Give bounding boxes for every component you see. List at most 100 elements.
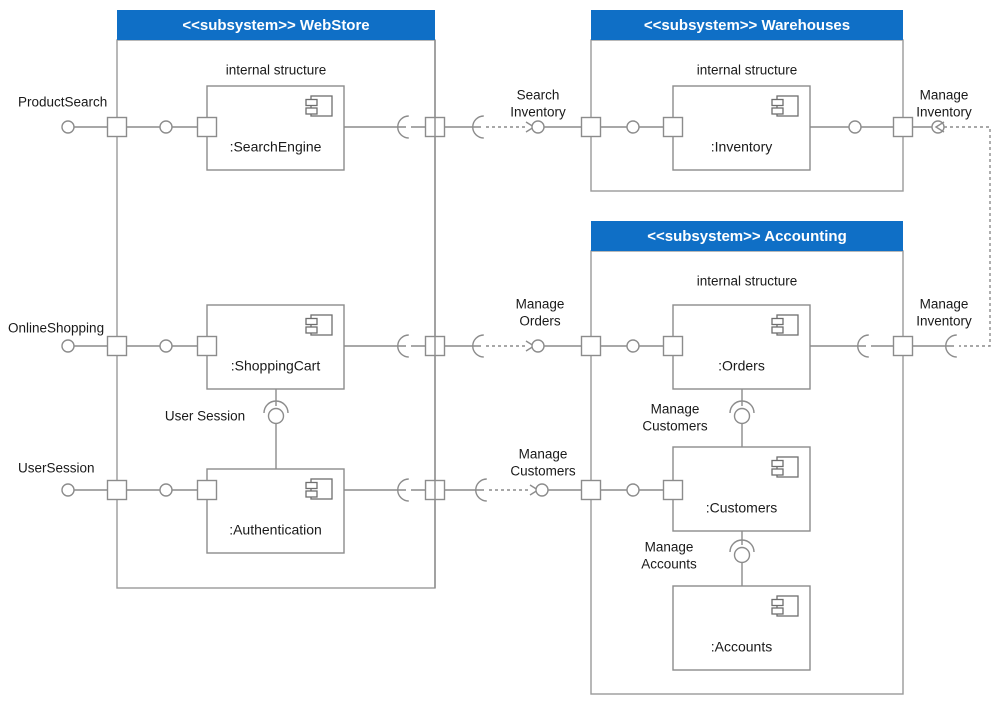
part-label: :Orders — [718, 358, 765, 374]
connector-label-line2: Accounts — [641, 557, 697, 572]
port-webstore-left-productsearch[interactable] — [106, 116, 128, 138]
port-webstore-left-onlineshopping[interactable] — [106, 335, 128, 357]
required-interface-socket-usersession — [263, 400, 289, 414]
connector-label-line1: Manage — [920, 297, 969, 312]
port-warehouses-right-manageinventory[interactable] — [892, 116, 914, 138]
port-webstore-left-usersession[interactable] — [106, 479, 128, 501]
required-interface-socket-shoppingcart — [397, 334, 409, 358]
part-inventory[interactable]: :Inventory — [672, 85, 811, 171]
required-interface-socket-manageaccounts — [729, 539, 755, 553]
external-interface-label-onlineshopping: OnlineShopping — [8, 321, 104, 336]
component-icon — [305, 314, 333, 336]
port-warehouses-left[interactable] — [580, 116, 602, 138]
connector-label-line1: Manage — [645, 540, 694, 555]
provided-interface-ball-webstore-internal — [159, 120, 173, 134]
subsystem-header — [591, 221, 903, 251]
vertical-assembly-connectors — [263, 389, 755, 586]
connector-label-line2: Inventory — [510, 105, 566, 120]
required-interface-socket-searchengine — [397, 115, 409, 139]
connector-label-user-session: User Session — [165, 409, 245, 424]
port-customers-left[interactable] — [662, 479, 684, 501]
provided-interface-ball-usersession-internal — [267, 407, 285, 425]
part-accounts[interactable]: :Accounts — [672, 585, 811, 671]
part-label: :Customers — [706, 500, 778, 516]
part-label: :SearchEngine — [230, 139, 322, 155]
connector-label-line1: User Session — [165, 409, 245, 424]
provided-interface-ball-manageorders — [531, 339, 545, 353]
subsystem-header-label: <<subsystem>> WebStore — [182, 17, 369, 34]
component-icon — [305, 95, 333, 117]
provided-interface-ball-warehouses-internal — [626, 120, 640, 134]
provided-interface-ball-webstore-internal-auth — [159, 483, 173, 497]
part-authentication[interactable]: :Authentication — [206, 468, 345, 554]
part-shoppingcart[interactable]: :ShoppingCart — [206, 304, 345, 390]
port-authentication-left[interactable] — [196, 479, 218, 501]
subsystems-layer: <<subsystem>> WebStore internal structure… — [116, 10, 904, 695]
provided-interface-ball-webstore-internal-cart — [159, 339, 173, 353]
provided-interface-ball-managecustomers-v — [733, 407, 751, 425]
connector-label-line2: Orders — [519, 314, 561, 329]
component-icon — [305, 478, 333, 500]
external-interface-label-usersession: UserSession — [18, 461, 95, 476]
port-shoppingcart-left[interactable] — [196, 335, 218, 357]
connector-label-line2: Inventory — [916, 105, 972, 120]
row-online-shopping-connector — [61, 334, 957, 358]
port-inventory-left[interactable] — [662, 116, 684, 138]
connector-label-line2: Customers — [642, 419, 708, 434]
required-interface-socket-manageorders — [472, 334, 484, 358]
connector-label-line1: Manage — [519, 447, 568, 462]
port-accounting-left-managecustomers[interactable] — [580, 479, 602, 501]
part-label: :Accounts — [711, 639, 772, 655]
provided-interface-ball-inventory-right — [848, 120, 862, 134]
port-searchengine-left[interactable] — [196, 116, 218, 138]
component-icon — [771, 95, 799, 117]
external-interface-label-productsearch: ProductSearch — [18, 95, 107, 110]
required-interface-socket-managecustomers-v — [729, 400, 755, 414]
part-searchengine[interactable]: :SearchEngine — [206, 85, 345, 171]
connector-label-line2: Customers — [510, 464, 576, 479]
port-accounting-right-manageinventory[interactable] — [892, 335, 914, 357]
port-orders-left[interactable] — [662, 335, 684, 357]
row-product-search-connector — [61, 115, 991, 347]
subsystem-header — [591, 10, 903, 40]
port-accounting-left-manageorders[interactable] — [580, 335, 602, 357]
required-interface-socket-managecustomers — [475, 478, 487, 502]
subsystem-header-label: <<subsystem>> Warehouses — [644, 17, 850, 34]
required-interface-socket-orders-right — [857, 334, 869, 358]
subsystem-header-label: <<subsystem>> Accounting — [647, 228, 847, 245]
internal-structure-label: internal structure — [697, 274, 798, 289]
subsystem-accounting[interactable]: <<subsystem>> Accounting internal structu… — [590, 221, 904, 695]
provided-interface-ball-manageaccounts — [733, 546, 751, 564]
provided-interface-ball-managecustomers — [535, 483, 549, 497]
provided-interface-ball-searchinventory — [531, 120, 545, 134]
component-icon — [771, 595, 799, 617]
component-icon — [771, 456, 799, 478]
required-interface-socket-authentication — [397, 478, 409, 502]
dependency-arrowhead — [934, 121, 945, 133]
provided-interface-ball-accounting-internal-orders — [626, 339, 640, 353]
provided-interface-ball-usersession — [61, 483, 75, 497]
connector-label-line1: Search — [517, 88, 560, 103]
required-interface-socket-searchinventory — [472, 115, 484, 139]
component-icon — [771, 314, 799, 336]
connector-label-line1: Manage — [516, 297, 565, 312]
connector-label-line1: Manage — [920, 88, 969, 103]
subsystem-header — [117, 10, 435, 40]
part-orders[interactable]: :Orders — [672, 304, 811, 390]
connectors-layer — [61, 40, 991, 588]
required-interface-socket-manageinventory — [945, 334, 957, 358]
part-label: :Inventory — [711, 139, 772, 155]
part-customers[interactable]: :Customers — [672, 446, 811, 532]
connector-label-line1: Manage — [651, 402, 700, 417]
